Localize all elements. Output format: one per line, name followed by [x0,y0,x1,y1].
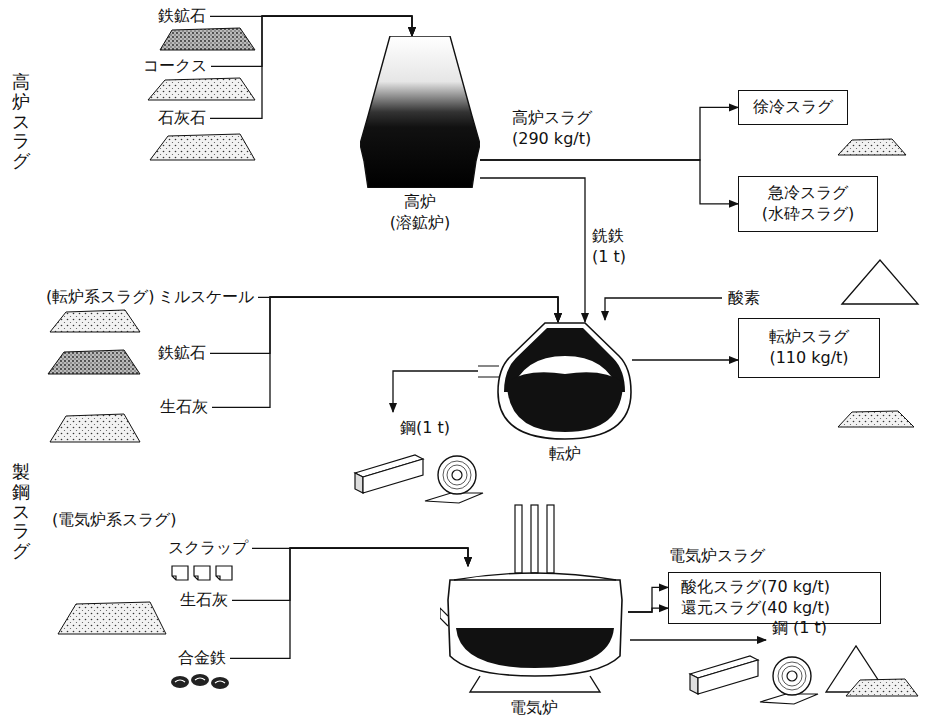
node-text: スクラップ [168,538,248,559]
node-text: 鉄鉱石 [158,6,206,27]
node-text: 電気炉 [440,698,628,719]
lime-pile [50,414,140,442]
box-heading: 電気炉スラグ [669,546,765,567]
slag-box: 急冷スラグ (水砕スラグ) [738,176,878,232]
flow-arrow [480,107,738,160]
blast-furnace: 高炉 (溶鉱炉) [360,36,480,188]
node-text: 生石灰 [180,590,228,611]
steel-products [355,455,483,503]
node-text: コークス [143,56,207,77]
material-label: 鉄鉱石 [154,343,210,364]
ore-pile [48,350,140,374]
node-text: 石灰石 [158,108,206,129]
output-label: 鋼 (1 t) [772,618,827,639]
output-label: 鋼(1 t) [400,418,450,439]
flow-arrow [628,587,668,612]
material-label: ミルスケール [154,287,258,308]
group-label: (電気炉系スラグ) [52,510,176,531]
steel-products [690,656,818,704]
flow-arrow [628,608,668,612]
node-text: ミルスケール [158,287,254,308]
node-text: 高炉 (溶鉱炉) [385,192,455,234]
node-text: 還元スラグ(40 kg/t) [681,598,830,619]
material-label: 合金鉄 [174,648,230,669]
ore-pile [160,28,255,50]
flow-arrow [480,160,738,204]
material-label: スクラップ [164,538,252,559]
flow-arrow [211,16,412,66]
slag-pile [842,260,918,304]
flow-arrow [632,359,738,360]
limestone-pile [150,134,255,160]
input-label: 酸素 [728,288,760,309]
flow-arrow [230,548,468,658]
section-label: 高炉スラグ [12,72,30,171]
flow-arrow [258,297,558,322]
slag-box: 徐冷スラグ [738,90,848,125]
node-text: 合金鉄 [178,648,226,669]
mill-scale-pile [50,310,140,332]
flow-arrow [210,16,412,36]
flow-arrow [232,548,468,600]
electric-furnace-outline [440,566,628,694]
slag-pile [838,139,906,155]
flow-arrow [480,178,585,322]
node-text: 転炉スラグ (110 kg/t) [759,327,859,369]
material-label: コークス [139,56,211,77]
group-label: (転炉系スラグ) [46,287,154,308]
slag-box: 転炉スラグ (110 kg/t) [738,318,880,378]
electrode [515,505,554,573]
flow-arrow [252,548,468,566]
material-label: 生石灰 [176,590,232,611]
lime-pile [58,602,166,634]
slag-pile [838,411,914,427]
blast-furnace-outline [360,36,480,188]
material-label: 鉄鉱石 [154,6,210,27]
edge-label: 高炉スラグ (290 kg/t) [512,108,617,150]
converter-outline [497,322,632,440]
material-label: 石灰石 [154,108,210,129]
slag-pile [846,679,918,696]
slag-box: 電気炉スラグ酸化スラグ(70 kg/t)還元スラグ(40 kg/t) [668,572,881,624]
node-text: 急冷スラグ (水砕スラグ) [753,183,863,225]
node-text: 徐冷スラグ [753,97,833,118]
node-text: 転炉 [497,444,632,465]
node-text: 酸化スラグ(70 kg/t) [681,577,830,598]
steel-arrow [393,371,478,412]
node-text: 鉄鉱石 [158,343,206,364]
node-text: 生石灰 [160,397,208,418]
oxygen-line [605,298,722,320]
scrap-icon [172,566,232,580]
section-label: 製鋼スラグ [12,462,30,561]
electric-furnace: 電気炉 [440,566,628,694]
flow-arrow [210,297,558,353]
converter: 転炉 [497,322,632,440]
coke-pile [148,78,255,100]
alloy-icon [171,674,229,689]
edge-label: 銑鉄 (1 t) [592,226,638,268]
tap-hole [478,366,499,377]
steel-arrow [630,639,766,640]
material-label: 生石灰 [156,397,212,418]
